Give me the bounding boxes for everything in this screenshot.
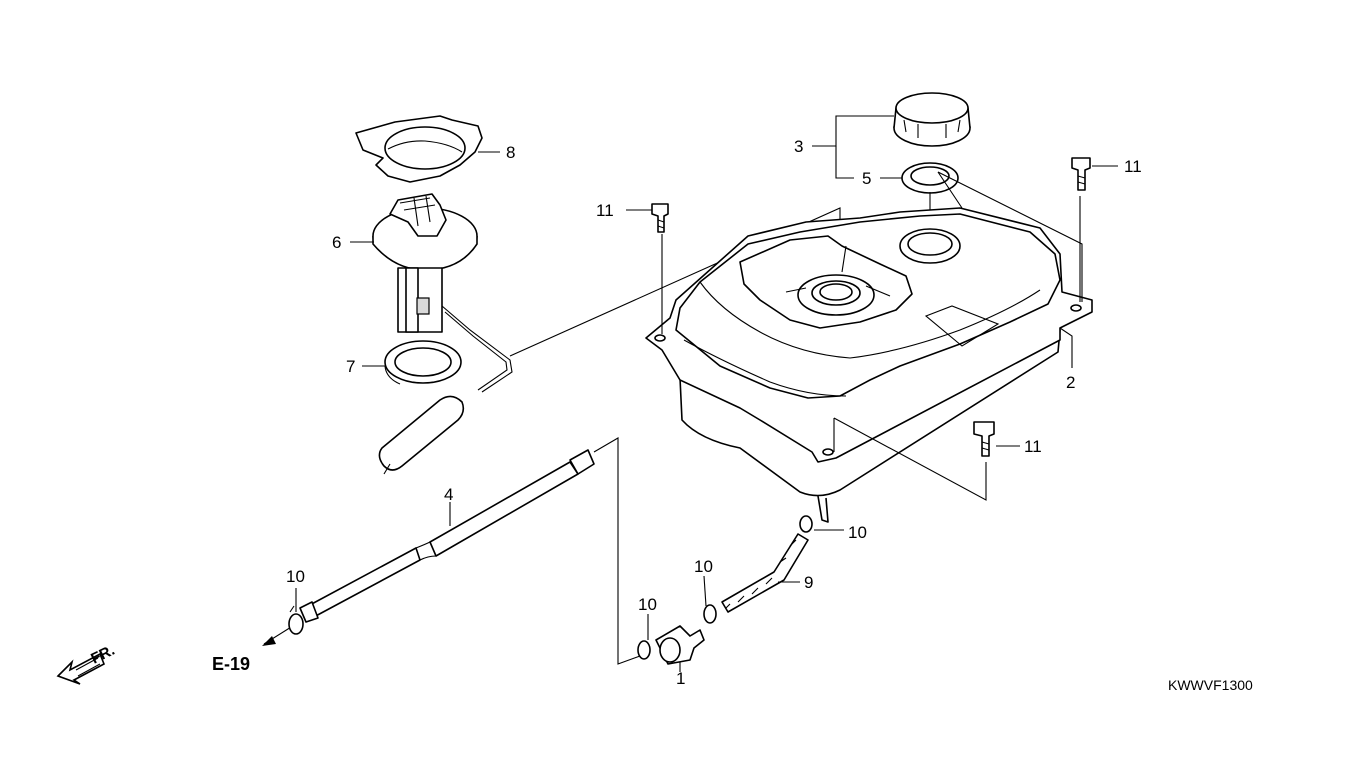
filler-cap-part[interactable] bbox=[893, 92, 971, 147]
fuel-tank-part[interactable] bbox=[645, 207, 1093, 523]
callout-10-a: 10 bbox=[286, 567, 305, 586]
callout-4: 4 bbox=[444, 485, 453, 504]
front-direction-marker: FR. bbox=[56, 642, 117, 685]
callout-11-right-bottom: 11 bbox=[1024, 437, 1042, 456]
fuel-joint-part[interactable] bbox=[655, 625, 705, 665]
short-hose-part[interactable] bbox=[721, 533, 809, 613]
ref-arrow-head bbox=[262, 636, 276, 646]
callout-9: 9 bbox=[804, 573, 813, 592]
callout-11-right-top: 11 bbox=[1124, 157, 1142, 176]
assembly-line-tank-top-left bbox=[937, 171, 963, 209]
callout-11-left: 11 bbox=[596, 201, 614, 220]
callout-10-b: 10 bbox=[638, 595, 657, 614]
clip-part-b[interactable] bbox=[637, 640, 651, 660]
assembly-line-tank-top bbox=[937, 171, 1083, 302]
bolt-part-right-top[interactable] bbox=[1071, 157, 1091, 191]
callout-2: 2 bbox=[1066, 373, 1075, 392]
leader-3 bbox=[812, 115, 894, 147]
callout-7: 7 bbox=[346, 357, 355, 376]
clip-part-d[interactable] bbox=[799, 515, 813, 533]
set-plate-part[interactable] bbox=[355, 115, 483, 183]
bolt-part-right-bottom[interactable] bbox=[973, 421, 995, 457]
fuel-pump-part[interactable] bbox=[372, 193, 513, 475]
clip-part-a[interactable] bbox=[288, 605, 304, 635]
leader-2 bbox=[1059, 327, 1073, 368]
clip-part-c[interactable] bbox=[703, 604, 717, 624]
long-hose-part[interactable] bbox=[299, 449, 595, 623]
reference-label: E-19 bbox=[212, 654, 250, 674]
diagram-code: KWWVF1300 bbox=[1168, 677, 1253, 693]
callout-10-d: 10 bbox=[848, 523, 867, 542]
callout-3: 3 bbox=[794, 137, 803, 156]
leader-10c bbox=[703, 575, 707, 607]
callout-10-c: 10 bbox=[694, 557, 713, 576]
leader-3-branch bbox=[835, 146, 854, 179]
assembly-line-hose-pump bbox=[593, 437, 641, 665]
pump-ring-part[interactable] bbox=[384, 340, 462, 385]
callout-8: 8 bbox=[506, 143, 515, 162]
bolt-part-left[interactable] bbox=[651, 203, 669, 233]
callout-6: 6 bbox=[332, 233, 341, 252]
callout-1: 1 bbox=[676, 669, 685, 688]
callout-5: 5 bbox=[862, 169, 871, 188]
assembly-line-bolt-bottom bbox=[833, 417, 987, 501]
